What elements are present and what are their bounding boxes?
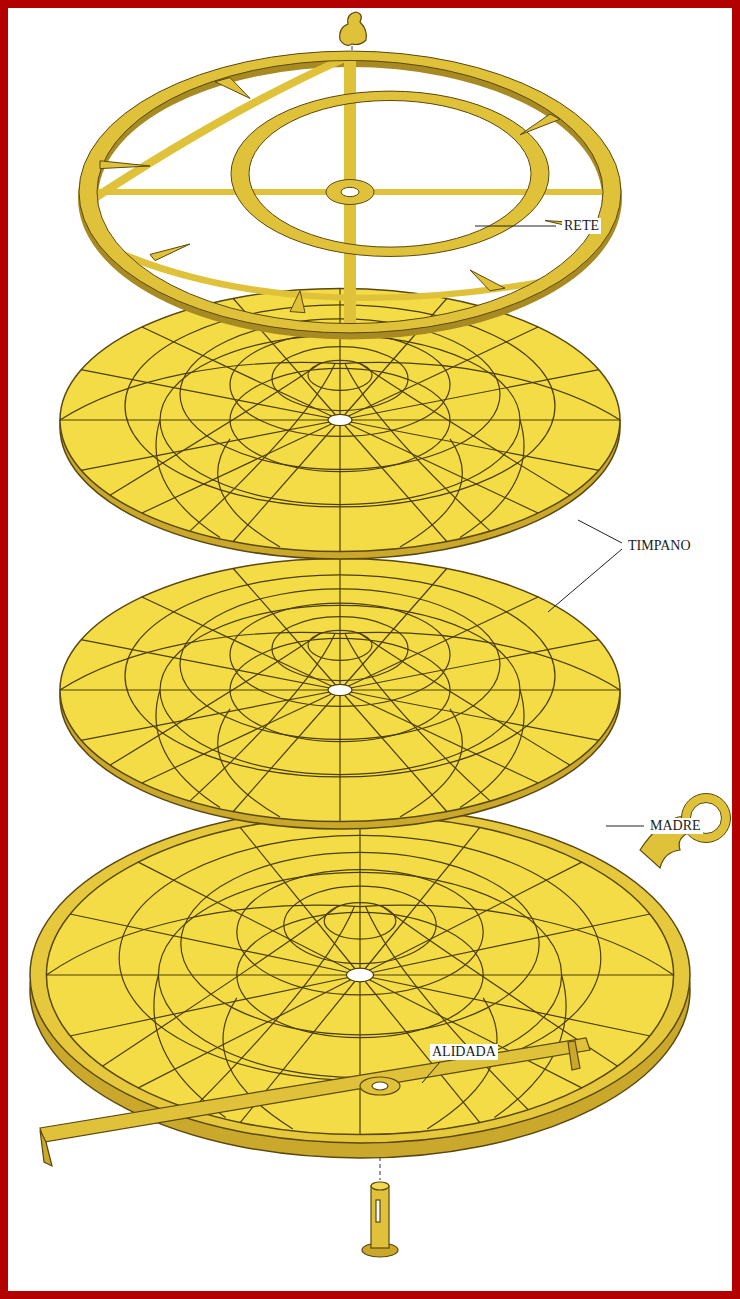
part-label: MADRE xyxy=(648,818,703,834)
part-label: ALIDADA xyxy=(430,1044,498,1060)
part-label: TIMPANO xyxy=(626,538,693,554)
part-label: RETE xyxy=(562,218,601,234)
